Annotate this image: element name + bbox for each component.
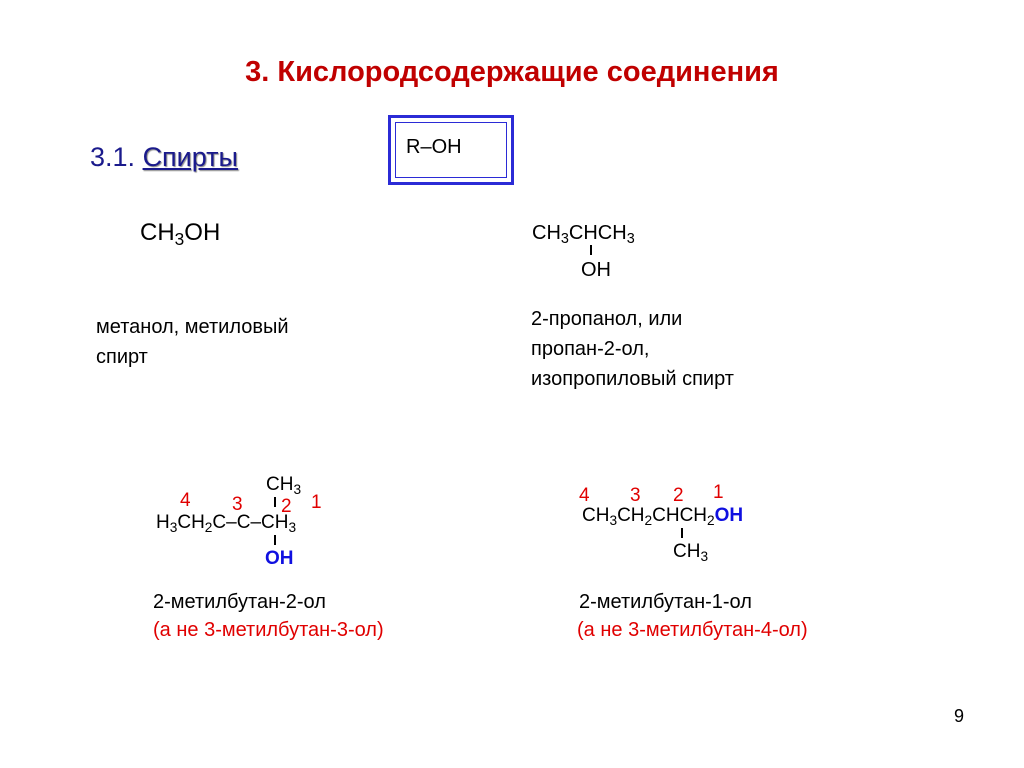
mb1-note: (а не 3-метилбутан-4-ол) — [577, 619, 808, 641]
mb2-bottom-bond — [274, 535, 276, 545]
section-link-alcohols[interactable]: Спирты — [142, 142, 238, 172]
propanol-name: 2-пропанол, или пропан-2-ол, изопропилов… — [531, 304, 734, 394]
mb2-number-2: 2 — [281, 496, 292, 517]
mb1-bottom-group: CH3 — [673, 541, 709, 564]
general-formula-box — [388, 115, 514, 185]
mb2-top-group: CH3 — [266, 474, 302, 497]
methanol-name: метанол, метиловый спирт — [96, 312, 289, 372]
propanol-name-line3: изопропиловый спирт — [531, 368, 734, 390]
propanol-formula: CH3CHCH3 — [532, 222, 635, 248]
slide-title: 3. Кислородсодержащие соединения — [245, 56, 779, 88]
propanol-name-line2: пропан-2-ол, — [531, 338, 650, 360]
mb2-main-chain: H3CH2C–C–CH3 — [156, 512, 297, 535]
mb2-top-bond — [274, 497, 276, 507]
general-formula-box-inner — [395, 122, 507, 178]
mb2-oh: OH — [265, 548, 294, 569]
mb2-number-1: 1 — [311, 492, 322, 513]
general-formula: R–OH — [406, 136, 462, 158]
mb1-number-3: 3 — [630, 485, 641, 506]
methanol-name-line1: метанол, метиловый — [96, 316, 289, 338]
mb2-number-4: 4 — [180, 490, 191, 511]
mb2-note: (а не 3-метилбутан-3-ол) — [153, 619, 384, 641]
mb1-number-2: 2 — [673, 485, 684, 506]
methanol-formula: CH3OH — [140, 219, 221, 249]
mb1-name: 2-метилбутан-1-ол — [579, 591, 752, 613]
mb2-name: 2-метилбутан-2-ол — [153, 591, 326, 613]
propanol-bond — [590, 245, 592, 255]
propanol-oh: OH — [581, 259, 611, 281]
section-heading: 3.1. Спирты — [90, 142, 238, 173]
mb1-bond — [681, 528, 683, 538]
mb1-oh: OH — [714, 505, 744, 526]
mb1-number-1: 1 — [713, 482, 724, 503]
section-number: 3.1. — [90, 142, 136, 172]
page-number: 9 — [953, 706, 964, 726]
mb1-main-chain: CH3CH2CHCH2OH — [582, 505, 744, 528]
mb1-number-4: 4 — [579, 485, 590, 506]
mb2-number-3: 3 — [232, 494, 243, 515]
methanol-name-line2: спирт — [96, 346, 148, 368]
propanol-name-line1: 2-пропанол, или — [531, 308, 683, 330]
